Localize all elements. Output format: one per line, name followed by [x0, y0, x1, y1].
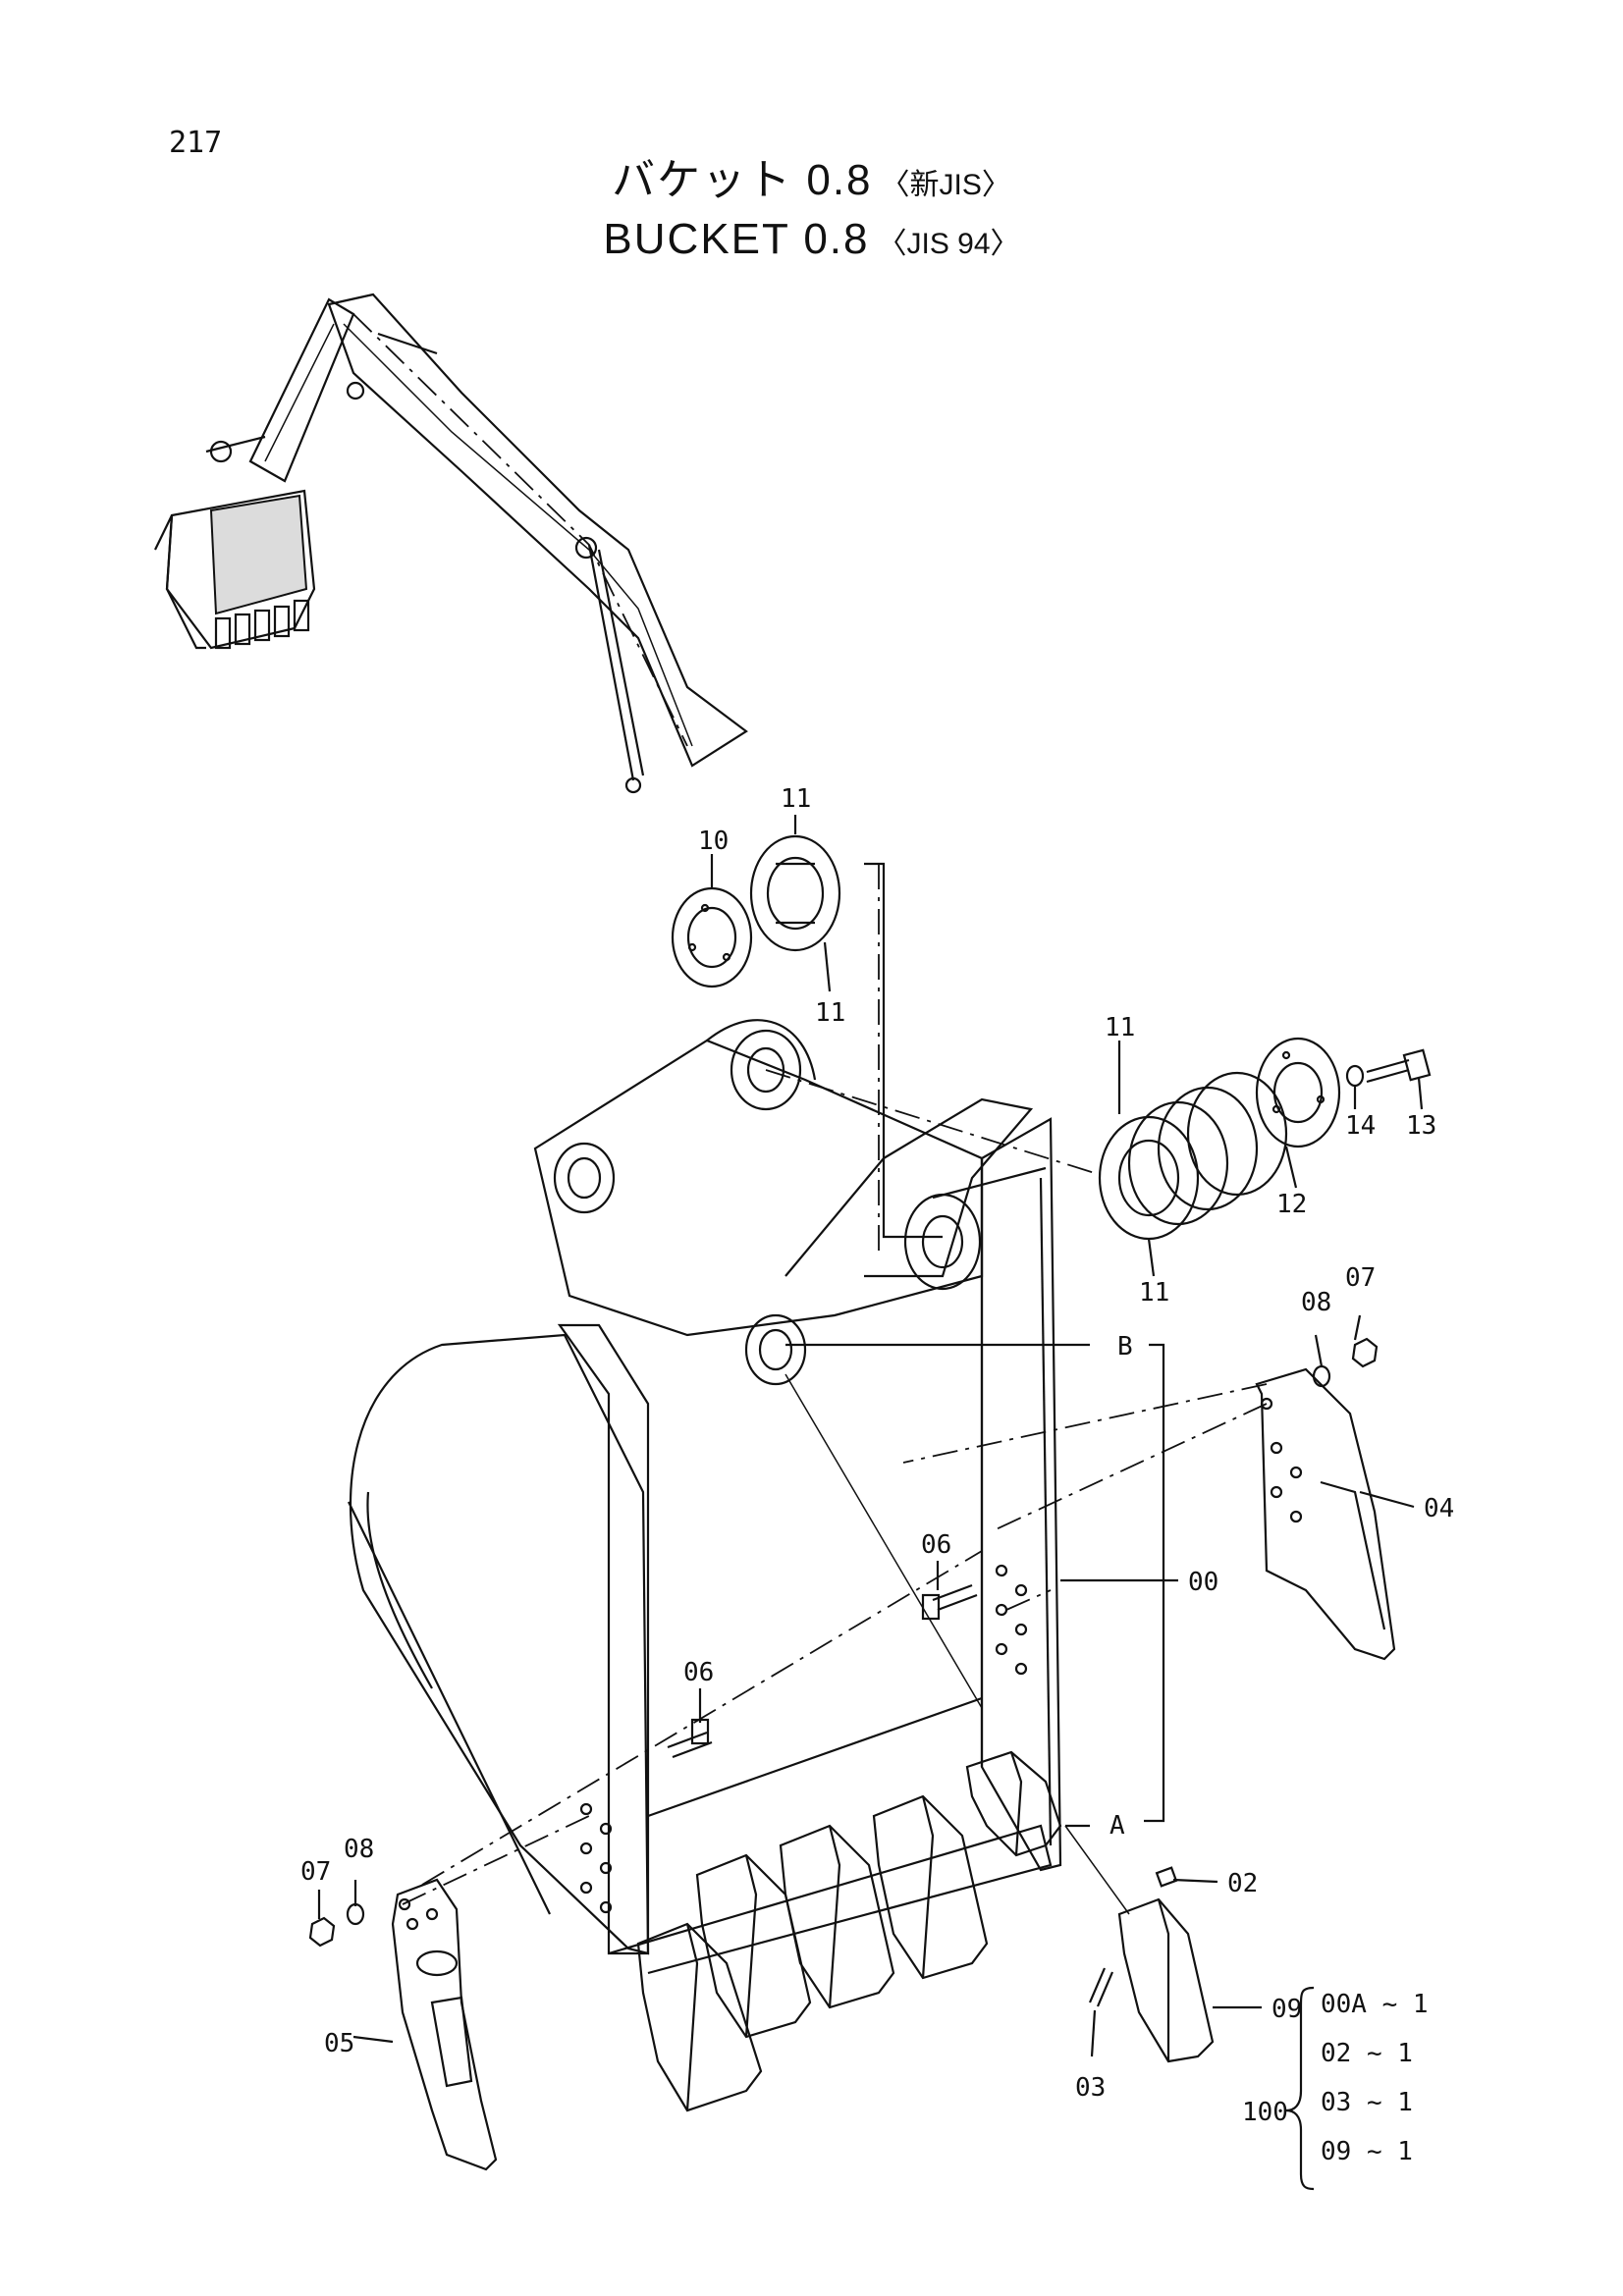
- part-06-bolt-upper: [921, 1583, 978, 1621]
- callout-07-left: 07: [300, 1857, 331, 1887]
- bucket-body: [348, 1019, 1062, 1975]
- callout-10: 10: [698, 827, 729, 856]
- kit-row-03: 03 ~ 1: [1321, 2088, 1413, 2117]
- side-plate-holes-right: [995, 1564, 1028, 1676]
- excavator-arm-inset: [154, 293, 748, 794]
- callout-11-a: 11: [781, 784, 811, 814]
- part-08-washer-left: [346, 1902, 365, 1926]
- title-english: BUCKET 0.8〈JIS 94〉: [0, 218, 1623, 261]
- callout-14: 14: [1345, 1111, 1376, 1141]
- callout-11-c: 11: [1105, 1013, 1135, 1042]
- callout-06-lower: 06: [683, 1658, 714, 1687]
- part-13-bolt: [1366, 1048, 1432, 1084]
- callout-09: 09: [1271, 1995, 1302, 2024]
- bucket-bracket: [533, 1019, 1047, 1386]
- kit-label: 100: [1242, 2098, 1288, 2127]
- part-14-washer: [1345, 1064, 1365, 1088]
- kit-row-00A: 00A ~ 1: [1321, 1990, 1429, 2019]
- title-jp-main: バケット 0.8: [612, 156, 873, 204]
- callout-08-left: 08: [344, 1835, 374, 1864]
- bucket-teeth: [636, 1750, 1062, 2112]
- part-06-bolt-lower: [667, 1718, 713, 1759]
- part-02-lock: [1155, 1866, 1178, 1888]
- kit-brace: [1285, 1986, 1315, 2191]
- title-en-sub: 〈JIS 94〉: [877, 228, 1020, 260]
- callout-08-right: 08: [1301, 1288, 1331, 1317]
- callout-05: 05: [324, 2029, 354, 2058]
- callout-00: 00: [1188, 1568, 1218, 1597]
- callout-07-right: 07: [1345, 1263, 1376, 1293]
- title-jp-sub: 〈新JIS〉: [880, 169, 1011, 201]
- inset-bucket-teeth: [214, 599, 310, 650]
- part-08-washer-right: [1312, 1364, 1331, 1388]
- kit-row-09: 09 ~ 1: [1321, 2137, 1413, 2166]
- callout-11-b: 11: [815, 998, 845, 1028]
- side-plate-holes-left: [579, 1802, 613, 1914]
- callout-12: 12: [1276, 1190, 1307, 1219]
- title-japanese: バケット 0.8〈新JIS〉: [0, 159, 1623, 202]
- part-07-nut-left: [308, 1916, 336, 1948]
- callout-04: 04: [1424, 1494, 1454, 1523]
- part-07-nut-right: [1351, 1337, 1379, 1368]
- callout-11-d: 11: [1139, 1278, 1169, 1308]
- part-03-pin: [1088, 1967, 1114, 2007]
- page-number: 217: [169, 126, 223, 160]
- part-11-shims-upper: [749, 834, 841, 952]
- callout-B: B: [1117, 1332, 1133, 1362]
- callout-02: 02: [1227, 1869, 1258, 1898]
- callout-06-upper: 06: [921, 1530, 951, 1560]
- part-05-side-cutter: [391, 1878, 498, 2171]
- callout-13: 13: [1406, 1111, 1436, 1141]
- callout-A: A: [1109, 1811, 1125, 1841]
- part-11-shims-right: [1098, 1071, 1288, 1241]
- part-09-tooth-point: [1117, 1897, 1215, 2063]
- kit-row-02: 02 ~ 1: [1321, 2039, 1413, 2068]
- title-en-main: BUCKET 0.8: [603, 215, 870, 263]
- part-12-plate: [1255, 1037, 1341, 1148]
- part-04-side-cutter: [1255, 1367, 1396, 1661]
- callout-03: 03: [1075, 2073, 1106, 2103]
- part-10-plate: [671, 886, 753, 988]
